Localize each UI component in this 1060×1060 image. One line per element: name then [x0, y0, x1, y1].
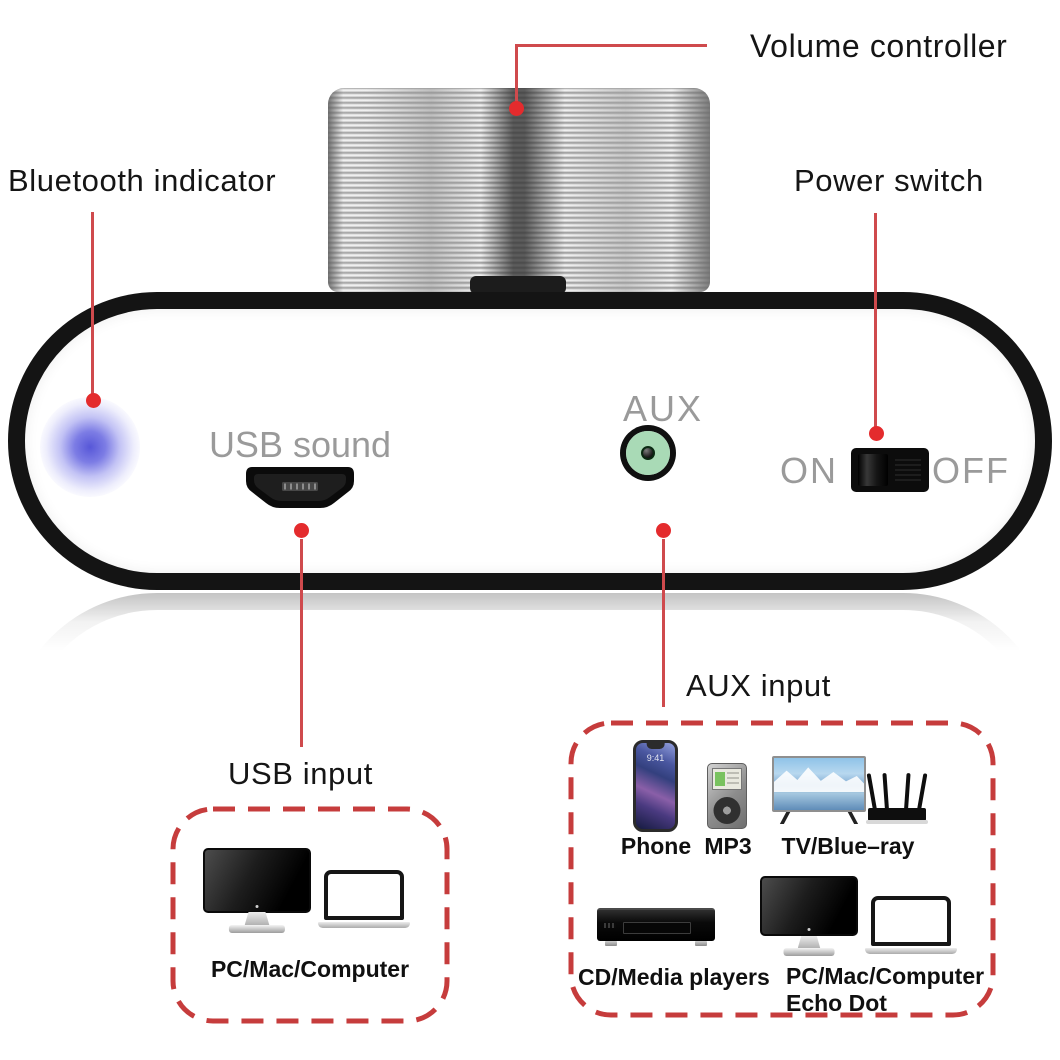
aux-input-label: AUX input — [686, 668, 831, 703]
usb-input-group: PC/Mac/Computer — [170, 806, 450, 1024]
callout-line-power — [874, 213, 877, 428]
phone-caption: Phone — [620, 833, 692, 859]
tv-caption: TV/Blue–ray — [781, 833, 915, 859]
callout-dot-aux — [656, 523, 671, 538]
power-switch-label: Power switch — [794, 163, 984, 198]
volume-knob — [328, 88, 710, 292]
pc-caption-line2: Echo Dot — [786, 990, 887, 1016]
aux-jack-icon — [626, 431, 670, 475]
router-icon — [865, 770, 929, 824]
power-off-label: OFF — [932, 450, 1010, 491]
desktop-monitor-icon — [203, 848, 311, 938]
mp3-player-icon — [707, 763, 747, 829]
cd-caption: CD/Media players — [578, 964, 770, 990]
laptop-icon — [318, 870, 410, 928]
usb-port-label: USB sound — [208, 424, 392, 465]
callout-dot-bluetooth — [86, 393, 101, 408]
aux-input-group: 9:41 Phone MP3 TV/Blue–ray CD/Media play… — [568, 720, 996, 1018]
phone-icon: 9:41 — [633, 740, 678, 832]
callout-line-volume-h — [515, 44, 707, 47]
power-switch[interactable] — [851, 448, 929, 492]
volume-knob-base — [470, 276, 566, 294]
dashed-border — [170, 806, 450, 1024]
device-reflection — [8, 593, 1052, 665]
callout-line-bluetooth — [91, 212, 94, 396]
amplifier-front-panel — [8, 292, 1052, 590]
callout-dot-power — [869, 426, 884, 441]
bluetooth-led — [40, 397, 140, 497]
callout-dot-usb — [294, 523, 309, 538]
desktop-monitor-icon — [760, 876, 858, 960]
callout-dot-volume — [509, 101, 524, 116]
callout-line-usb — [300, 539, 303, 747]
aux-jack-label: AUX — [622, 388, 704, 429]
mp3-caption: MP3 — [704, 833, 752, 859]
volume-controller-label: Volume controller — [750, 28, 1008, 64]
power-on-label: ON — [780, 450, 838, 491]
bluetooth-indicator-label: Bluetooth indicator — [8, 163, 277, 198]
phone-screen-time: 9:41 — [646, 753, 665, 764]
pc-caption-line1: PC/Mac/Computer — [786, 963, 985, 989]
callout-line-aux — [662, 539, 665, 707]
callout-line-volume-v — [515, 44, 518, 106]
cd-player-icon — [597, 908, 715, 946]
usb-input-label: USB input — [228, 756, 373, 791]
usb-devices-caption: PC/Mac/Computer — [210, 956, 410, 982]
laptop-icon — [865, 896, 957, 954]
dashed-border — [568, 720, 996, 1018]
micro-usb-port-icon — [246, 467, 354, 508]
tv-icon — [772, 756, 866, 824]
